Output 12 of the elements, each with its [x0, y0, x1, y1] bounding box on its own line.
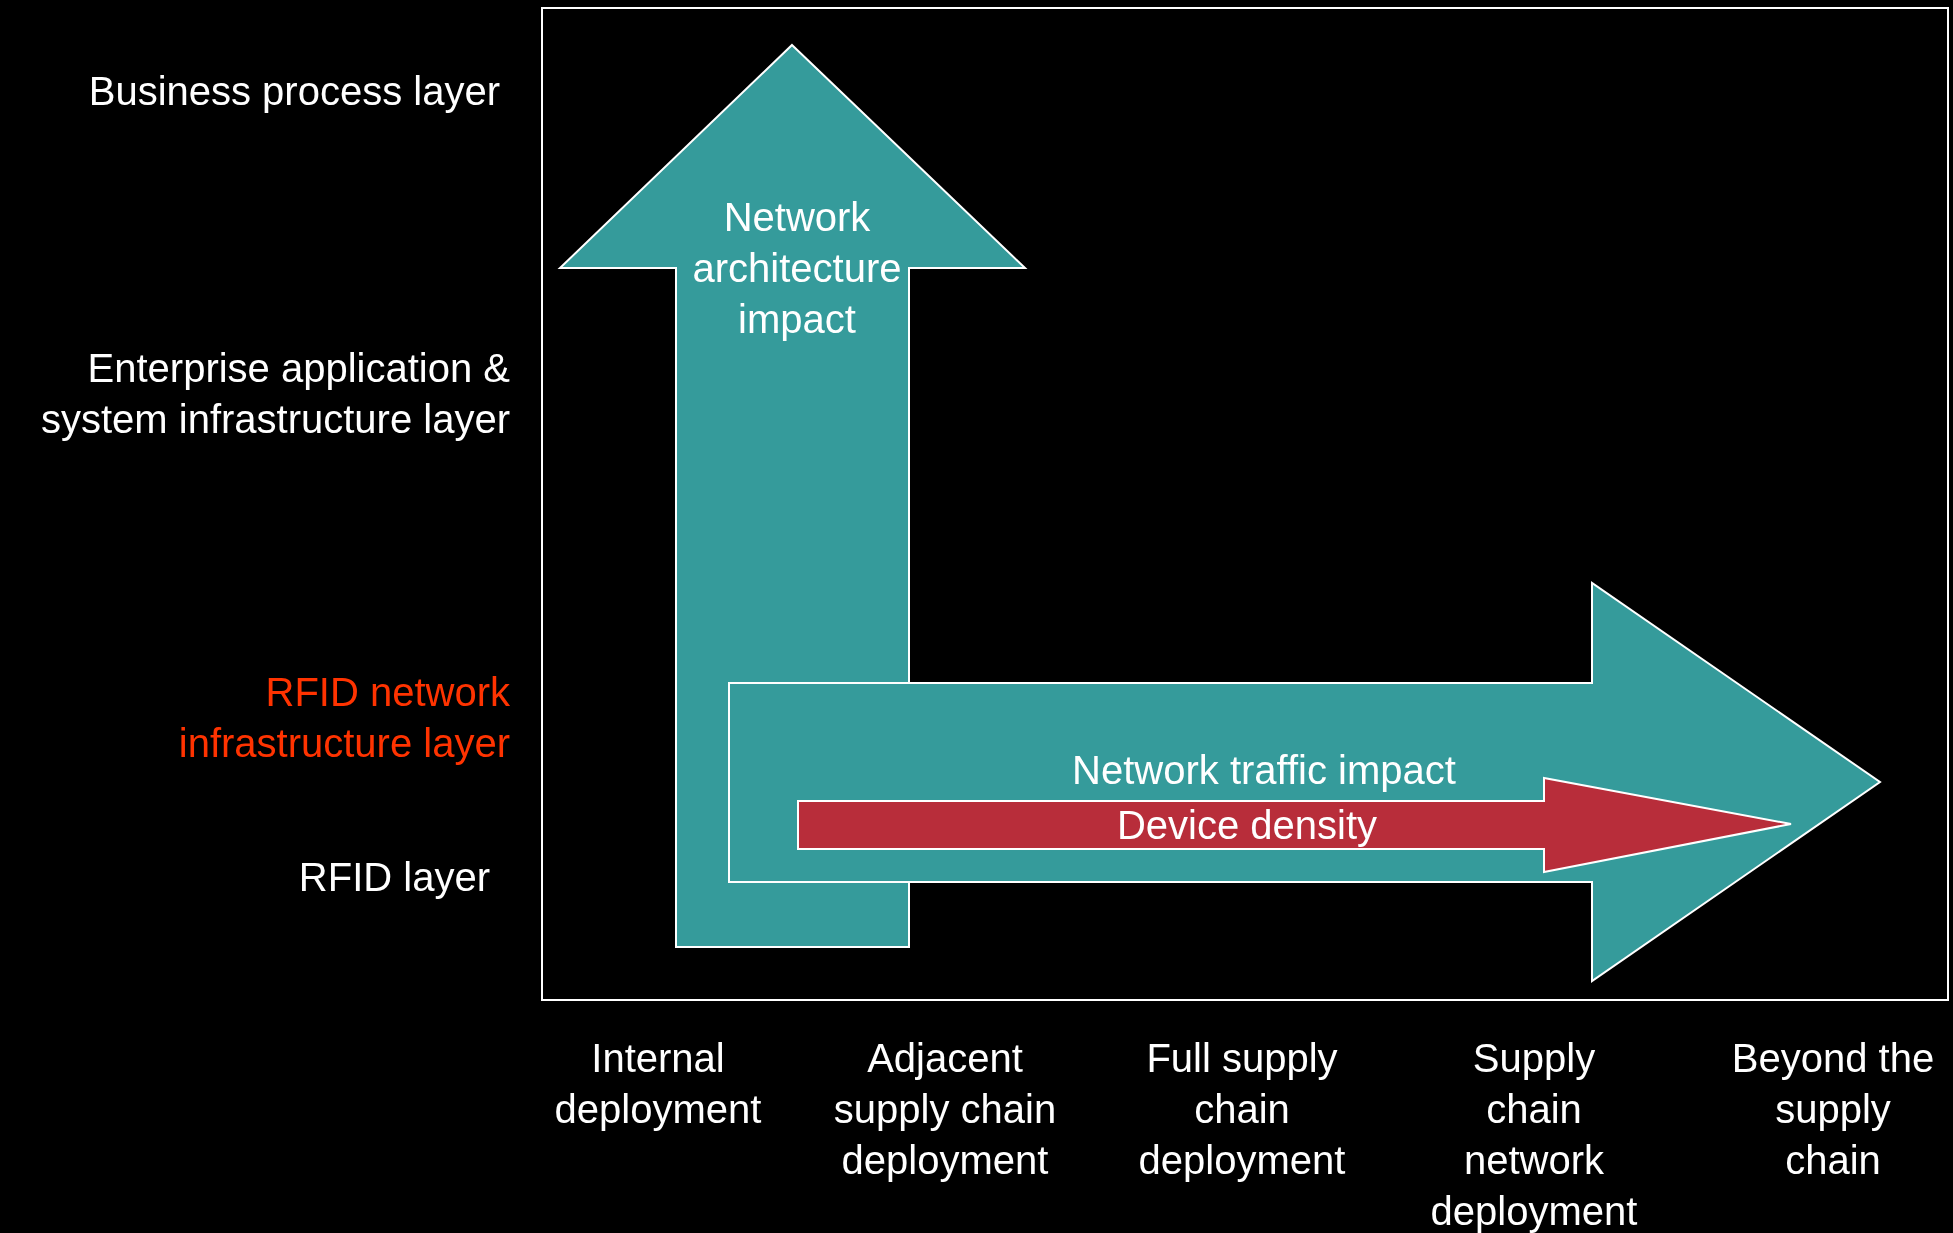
axis-category-label: Adjacent supply chain deployment [832, 1035, 1058, 1184]
layer-label: Business process layer [87, 68, 500, 115]
arrow-label: Network architecture impact [691, 194, 903, 343]
layer-label: RFID layer [297, 854, 490, 901]
arrow-label: Device density [1115, 802, 1379, 849]
layer-label: Enterprise application & system infrastructure layer [39, 345, 510, 443]
arrow-label: Network traffic impact [1071, 747, 1457, 794]
axis-category-label: Beyond the supply chain [1730, 1035, 1936, 1184]
axis-category-label: Supply chain network deployment [1429, 1035, 1639, 1233]
axis-category-label: Full supply chain deployment [1137, 1035, 1347, 1184]
axis-category-label: Internal deployment [553, 1035, 763, 1133]
layer-label: RFID network infrastructure layer [177, 669, 510, 767]
